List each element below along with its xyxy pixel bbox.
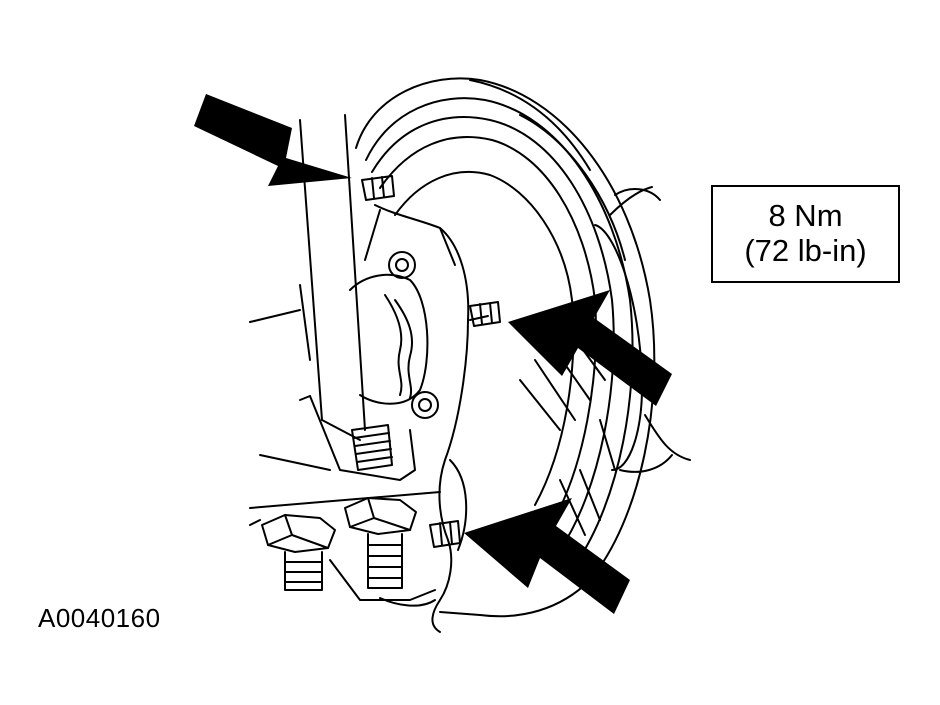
bleeder-screw-middle (469, 301, 501, 327)
torque-spec-box: 8 Nm (72 lb-in) (711, 185, 900, 283)
strut-stud (351, 424, 393, 471)
bleeder-screw-lower (429, 520, 461, 548)
mounting-bolt-right (344, 497, 417, 589)
torque-metric: 8 Nm (768, 198, 843, 234)
arrow-icon (464, 498, 630, 614)
wheel-hub (349, 251, 439, 419)
figure-id: A0040160 (38, 603, 161, 633)
torque-imperial: (72 lb-in) (744, 233, 867, 268)
brake-rotor (355, 77, 691, 618)
arrow-icon (508, 290, 672, 406)
mounting-bolt-left (261, 514, 336, 591)
bleeder-screw-upper (361, 175, 395, 201)
arrow-icon (194, 94, 352, 186)
